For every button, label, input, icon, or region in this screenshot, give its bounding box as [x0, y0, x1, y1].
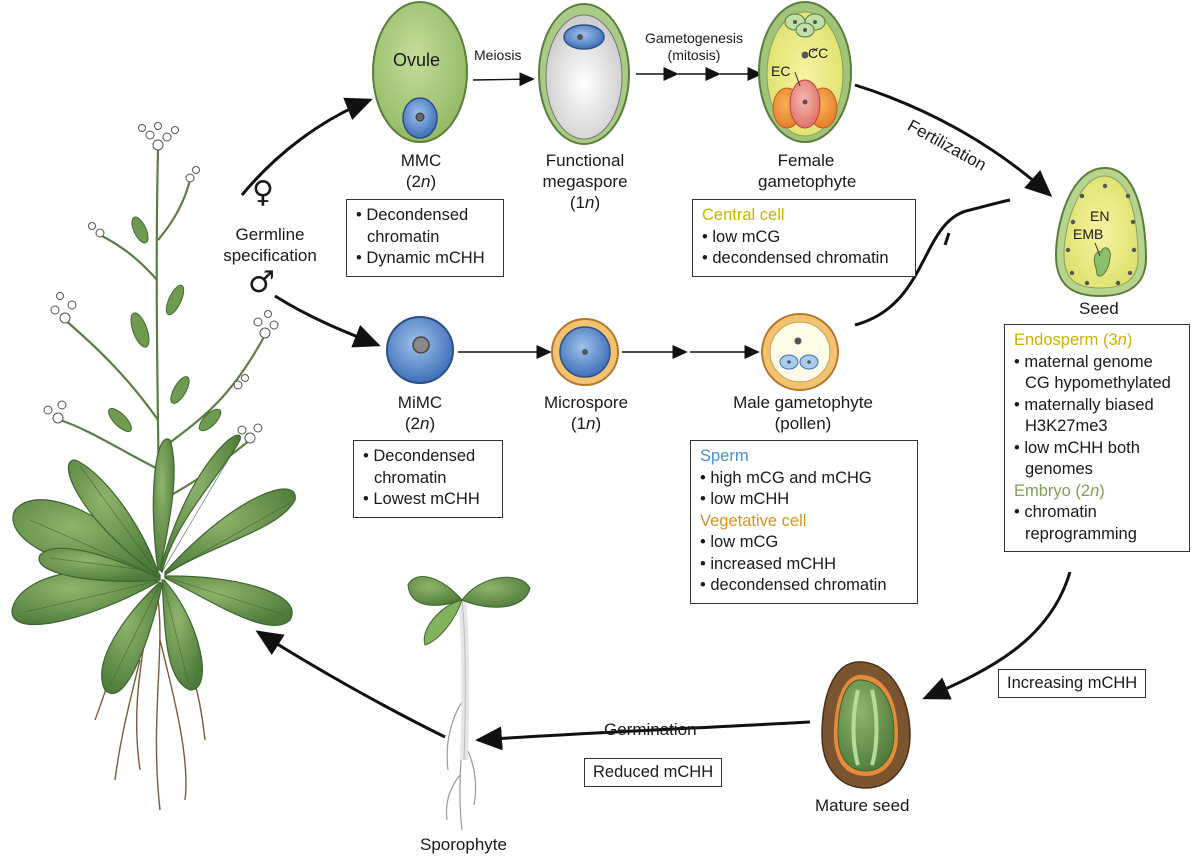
- functional-megaspore-cell: [538, 3, 630, 145]
- microspore-name: Microspore: [543, 393, 629, 412]
- megaspore-ploidy: (1n): [569, 193, 601, 212]
- vegetative-item-2: increased mCHH: [700, 554, 908, 576]
- cc-label: CC: [808, 45, 829, 61]
- mmc-item-1: Decondensed chromatin: [356, 205, 493, 248]
- increasing-mchh-tag: Increasing mCHH: [998, 669, 1147, 698]
- female-symbol-icon: ♀: [252, 175, 274, 210]
- endosperm-item-1: maternal genome CG hypomethylated: [1014, 352, 1180, 395]
- ec-label: EC: [771, 63, 791, 79]
- mature-seed-illustration: [821, 661, 911, 789]
- gametogenesis-text: Gametogenesis: [644, 30, 744, 46]
- mmc-name: MMC: [400, 151, 442, 170]
- en-label: EN: [1090, 208, 1110, 224]
- vegetative-item-1: low mCG: [700, 532, 908, 554]
- mimc-name: MiMC: [397, 393, 443, 412]
- mimc-cell: [386, 316, 454, 384]
- plant-illustration: [11, 122, 296, 811]
- ovule-mmc-cell: [372, 1, 468, 143]
- female-gametophyte-label: Female gametophyte: [758, 151, 857, 191]
- sperm-item-2: low mCHH: [700, 489, 908, 511]
- reduced-mchh-tag: Reduced mCHH: [584, 758, 723, 787]
- seed-cell: [1054, 166, 1148, 298]
- mmc-info-box: Decondensed chromatin Dynamic mCHH: [346, 199, 504, 277]
- mimc-label: MiMC (2n): [385, 392, 455, 434]
- mmc-ploidy: (2n): [405, 172, 437, 191]
- male-gametophyte-name: Male gametophyte: [733, 393, 873, 412]
- mitosis-text: (mitosis): [667, 47, 721, 63]
- embryo-item-1: chromatin reprogramming: [1014, 502, 1180, 545]
- ovule-label: Ovule: [393, 50, 441, 70]
- meiosis-label: Meiosis: [474, 47, 522, 63]
- central-cell-item-1: low mCG: [702, 227, 906, 249]
- gametogenesis-label: Gametogenesis (mitosis): [636, 30, 752, 64]
- sperm-vegetative-box: Sperm high mCG and mCHG low mCHH Vegetat…: [690, 440, 918, 604]
- central-cell-item-2: decondensed chromatin: [702, 248, 906, 270]
- microspore-label: Microspore (1n): [540, 392, 632, 434]
- sperm-item-1: high mCG and mCHG: [700, 468, 908, 490]
- male-symbol-icon: ♂: [248, 265, 275, 300]
- endosperm-item-3: low mCHH both genomes: [1014, 438, 1180, 481]
- mmc-item-2: Dynamic mCHH: [356, 248, 494, 270]
- mature-seed-label: Mature seed: [815, 796, 910, 815]
- microspore-ploidy: (1n): [570, 414, 602, 433]
- embryo-heading: Embryo (2n): [1014, 481, 1105, 500]
- mimc-ploidy: (2n): [404, 414, 436, 433]
- female-gametophyte-cell: [758, 1, 852, 143]
- megaspore-label: Functional megaspore (1n): [535, 150, 635, 213]
- megaspore-name: Functional megaspore: [542, 151, 628, 191]
- cycle-arrows: [240, 83, 1072, 751]
- central-cell-heading: Central cell: [702, 206, 785, 224]
- germline-specification-label: Germline specification: [223, 225, 317, 265]
- pollen-text: (pollen): [774, 414, 832, 433]
- male-gametophyte-cell: [761, 313, 839, 391]
- central-cell-box: Central cell low mCG decondensed chromat…: [692, 199, 916, 277]
- male-gametophyte-label: Male gametophyte (pollen): [728, 392, 878, 434]
- sperm-heading: Sperm: [700, 447, 749, 465]
- sporophyte-label: Sporophyte: [420, 835, 507, 854]
- vegetative-cell-heading: Vegetative cell: [700, 511, 807, 530]
- microspore-cell: [551, 318, 619, 386]
- mimc-info-box: Decondensed chromatin Lowest mCHH: [353, 440, 503, 518]
- endosperm-embryo-box: Endosperm (3n) maternal genome CG hypome…: [1004, 324, 1190, 552]
- germination-label: Germination: [604, 720, 697, 739]
- mimc-item-1: Decondensed chromatin: [363, 446, 500, 489]
- step-arrows: [458, 67, 763, 359]
- vegetative-item-3: decondensed chromatin: [700, 575, 908, 597]
- seedling-illustration: [407, 576, 531, 831]
- mmc-label: MMC (2n): [393, 150, 449, 192]
- emb-label: EMB: [1073, 226, 1104, 242]
- endosperm-heading: Endosperm (3n): [1014, 331, 1133, 349]
- seed-label: Seed: [1079, 299, 1119, 318]
- endosperm-item-2: maternally biased H3K27me3: [1014, 395, 1180, 438]
- mimc-item-2: Lowest mCHH: [363, 489, 493, 511]
